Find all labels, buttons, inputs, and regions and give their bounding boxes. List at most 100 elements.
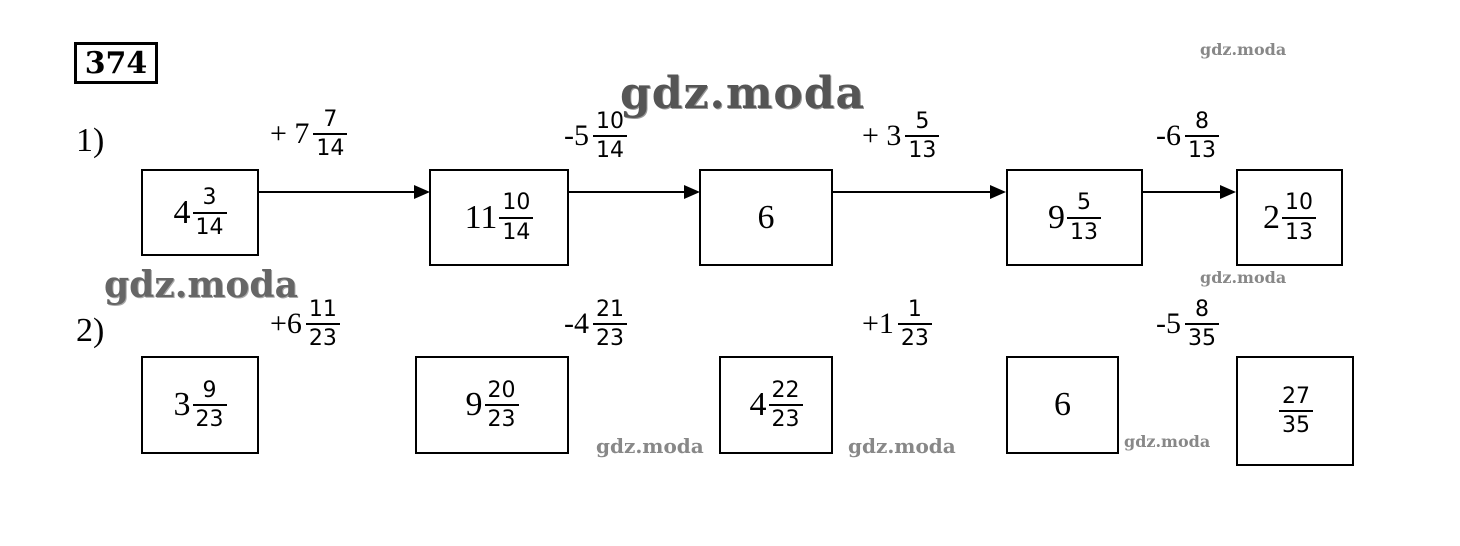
arrow-head-icon <box>1220 185 1236 199</box>
watermark: gdz.moda <box>620 68 866 119</box>
numerator: 20 <box>487 377 516 403</box>
numerator: 8 <box>1195 109 1209 134</box>
denominator: 14 <box>499 216 534 244</box>
whole-part: 11 <box>464 198 498 236</box>
arrow-line <box>832 191 990 193</box>
numerator: 5 <box>1077 190 1091 216</box>
arrow-line <box>258 191 414 193</box>
denominator: 35 <box>1185 323 1219 350</box>
denominator: 14 <box>313 133 348 160</box>
arrow-head-icon <box>990 185 1006 199</box>
denominator: 23 <box>768 404 803 431</box>
numerator: 27 <box>1282 383 1310 409</box>
op-sign: -5 <box>564 119 589 153</box>
denominator: 23 <box>484 404 519 431</box>
watermark: gdz.moda <box>104 264 298 306</box>
whole-part: 4 <box>173 193 191 231</box>
denominator: 13 <box>905 135 940 162</box>
numerator: 5 <box>915 109 930 134</box>
op-sign: + 3 <box>862 119 902 153</box>
watermark: gdz.moda <box>848 434 956 458</box>
numerator: 7 <box>323 107 338 132</box>
op-sign: +1 <box>862 307 894 341</box>
numerator: 8 <box>1195 297 1209 322</box>
whole-part: 9 <box>1048 198 1065 236</box>
op-sign: +6 <box>270 307 302 341</box>
numerator: 22 <box>771 377 800 403</box>
row2-label: 2) <box>76 312 105 349</box>
arrow-line <box>1142 191 1220 193</box>
watermark: gdz.moda <box>1200 268 1287 287</box>
op-sign: -6 <box>1156 119 1181 153</box>
numerator: 10 <box>502 190 531 216</box>
number-box: 6 <box>1006 356 1119 454</box>
row1-label: 1) <box>76 122 105 159</box>
numerator: 21 <box>596 297 624 322</box>
numerator: 3 <box>202 185 217 211</box>
whole-part: 4 <box>749 386 767 423</box>
denominator: 23 <box>897 323 932 350</box>
whole-part: 6 <box>757 198 775 236</box>
op-sign: + 7 <box>270 117 310 151</box>
denominator: 23 <box>305 323 340 350</box>
whole-part: 3 <box>173 386 191 423</box>
watermark: gdz.moda <box>1124 432 1211 451</box>
numerator: 10 <box>596 109 624 134</box>
arrow-head-icon <box>414 185 430 199</box>
numerator: 9 <box>202 377 217 403</box>
arrow-head-icon <box>684 185 700 199</box>
denominator: 14 <box>593 135 627 162</box>
watermark: gdz.moda <box>596 434 704 458</box>
numerator: 1 <box>907 297 922 322</box>
watermark: gdz.moda <box>1200 40 1287 59</box>
numerator: 11 <box>308 297 337 322</box>
whole-part: 6 <box>1054 386 1071 423</box>
op-sign: -4 <box>564 307 589 341</box>
task-number: 374 <box>74 42 158 84</box>
denominator: 13 <box>1282 216 1316 244</box>
denominator: 35 <box>1279 410 1313 437</box>
denominator: 23 <box>192 404 227 431</box>
denominator: 14 <box>192 211 227 239</box>
whole-part: 9 <box>465 386 483 423</box>
denominator: 13 <box>1185 135 1219 162</box>
arrow-line <box>568 191 684 193</box>
denominator: 13 <box>1067 216 1101 244</box>
numerator: 10 <box>1285 190 1313 216</box>
number-box: 6 <box>699 169 833 266</box>
denominator: 23 <box>593 323 627 350</box>
op-sign: -5 <box>1156 307 1181 341</box>
